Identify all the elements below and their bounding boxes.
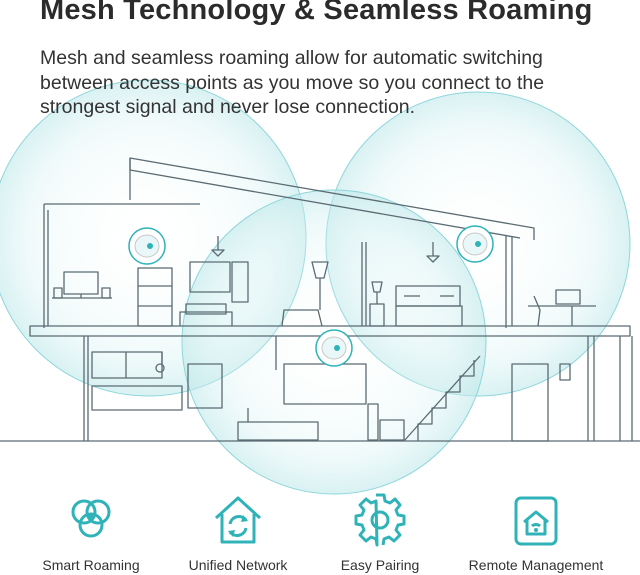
unified-network-icon: [214, 496, 262, 544]
feature-list: Smart Roaming Unified Network Easy Pairi…: [0, 492, 640, 575]
access-point-right: [456, 225, 494, 263]
access-point-left: [128, 227, 166, 265]
feature-smart-roaming: Smart Roaming: [16, 492, 166, 575]
feature-label: Easy Pairing: [340, 557, 420, 573]
feature-easy-pairing: Easy Pairing: [305, 492, 455, 575]
feature-unified-network: Unified Network: [163, 492, 313, 575]
remote-management-icon: [514, 496, 558, 546]
feature-label: Smart Roaming: [42, 557, 140, 573]
coverage-circles: [0, 79, 631, 495]
feature-label: Unified Network: [188, 557, 288, 573]
feature-label: Remote Management: [468, 557, 604, 573]
access-point-center: [315, 329, 353, 367]
smart-roaming-icon: [71, 499, 111, 538]
easy-pairing-icon: [354, 493, 406, 547]
feature-remote-management: Remote Management: [461, 492, 611, 575]
page-title: Mesh Technology & Seamless Roaming: [40, 0, 593, 26]
page-description: Mesh and seamless roaming allow for auto…: [40, 47, 545, 118]
house-lines: [0, 157, 640, 442]
